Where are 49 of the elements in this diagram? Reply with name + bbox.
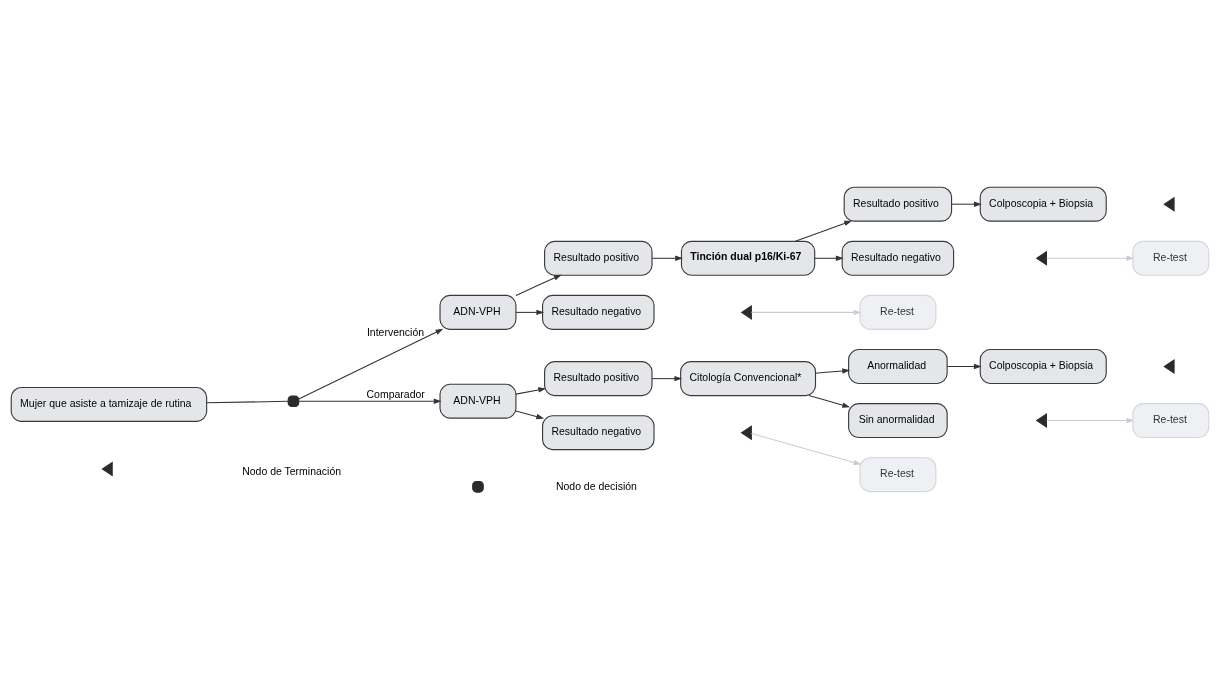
arrow (651, 255, 683, 261)
node-box: Resultado positivo (544, 240, 653, 276)
node-box: ADN-VPH (439, 383, 517, 419)
node-triangle (740, 425, 752, 441)
node-box: Anormalidad (848, 348, 948, 384)
node-triangle (1163, 196, 1175, 212)
node-triangle (1163, 359, 1175, 374)
arrow (794, 220, 852, 242)
arrow (750, 432, 862, 466)
node-box: Colposcopia + Biopsia (979, 186, 1107, 222)
node-box: Resultado negativo (841, 240, 955, 276)
node-box: Resultado negativo (542, 294, 655, 330)
legend-label: Nodo de decisión (555, 480, 637, 492)
edge-label: Intervención (366, 327, 425, 339)
arrow (515, 387, 547, 395)
connector (206, 400, 289, 404)
node-box: Resultado negativo (542, 415, 655, 451)
arrow (750, 309, 862, 316)
arrow (951, 201, 982, 207)
node-box: Citología Convencional* (680, 361, 817, 397)
arrow (515, 274, 562, 296)
arrow (651, 375, 683, 382)
node-box: Re-test (1132, 403, 1210, 439)
node-box: Sin anormalidad (848, 403, 948, 439)
arrow (946, 363, 982, 370)
node-box (287, 395, 300, 408)
arrow (808, 395, 851, 408)
arrow (815, 368, 851, 374)
node-triangle (1035, 250, 1047, 266)
arrow (298, 398, 442, 404)
arrow (298, 328, 444, 400)
node-box: Re-test (859, 294, 937, 330)
node-box: Resultado positivo (843, 186, 953, 222)
arrow (1046, 255, 1135, 261)
node-triangle (1035, 413, 1047, 429)
node-box: Resultado positivo (544, 361, 653, 397)
node-box: Mujer que asiste a tamizaje de rutina (10, 386, 208, 422)
node-box: Re-test (1132, 240, 1210, 276)
node-box: Re-test (859, 457, 937, 493)
edge-label: Comparador (366, 389, 425, 401)
node-box: ADN-VPH (439, 294, 517, 330)
node-triangle (740, 304, 752, 320)
node-box: Colposcopia + Biopsia (979, 348, 1107, 384)
arrow (515, 410, 545, 420)
legend-label: Nodo de Terminación (242, 466, 342, 478)
arrow (515, 309, 545, 316)
arrow (814, 255, 844, 261)
arrow (1046, 417, 1135, 424)
node-box: Tinción dual p16/Ki-67 (680, 240, 816, 276)
